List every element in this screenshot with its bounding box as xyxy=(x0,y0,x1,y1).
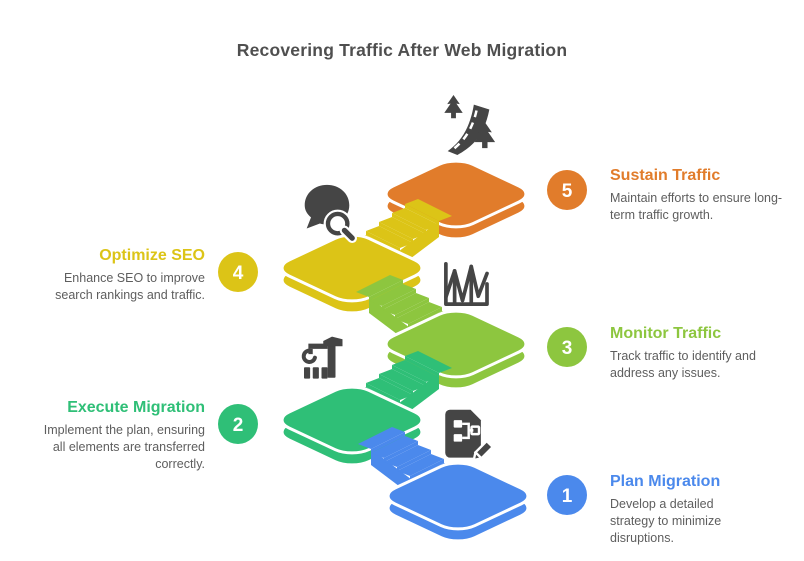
platform-step-1 xyxy=(378,458,538,545)
road-growth-icon xyxy=(444,94,496,155)
svg-text:4: 4 xyxy=(233,263,244,284)
svg-text:5: 5 xyxy=(562,181,573,202)
page-title: Recovering Traffic After Web Migration xyxy=(236,40,568,60)
svg-text:2: 2 xyxy=(233,415,244,436)
step-4-title: Optimize SEO xyxy=(99,247,205,264)
step-3-description: Track traffic to identify and address an… xyxy=(610,349,756,380)
step-5-title: Sustain Traffic xyxy=(610,167,721,184)
step-5-description: Maintain efforts to ensure long-term tra… xyxy=(610,191,783,222)
step-1-badge: 1 xyxy=(547,475,587,515)
svg-text:3: 3 xyxy=(562,338,573,359)
step-2-badge: 2 xyxy=(218,404,258,444)
step-3-badge: 3 xyxy=(547,327,587,367)
step-5-badge: 5 xyxy=(547,170,587,210)
seo-search-bubble-icon xyxy=(304,184,358,243)
traffic-chart-icon xyxy=(444,262,489,306)
step-1-description: Develop a detailed strategy to minimize … xyxy=(610,497,722,545)
step-4-badge: 4 xyxy=(218,252,258,292)
svg-text:1: 1 xyxy=(562,486,573,507)
step-3-title: Monitor Traffic xyxy=(610,325,722,342)
construction-crane-icon xyxy=(301,336,343,379)
step-4-description: Enhance SEO to improve search rankings a… xyxy=(55,271,205,302)
plan-document-pencil-icon xyxy=(445,409,494,462)
step-2-description: Implement the plan, ensuring all element… xyxy=(43,423,205,471)
step-2-title: Execute Migration xyxy=(67,399,205,416)
step-1-title: Plan Migration xyxy=(610,473,721,490)
